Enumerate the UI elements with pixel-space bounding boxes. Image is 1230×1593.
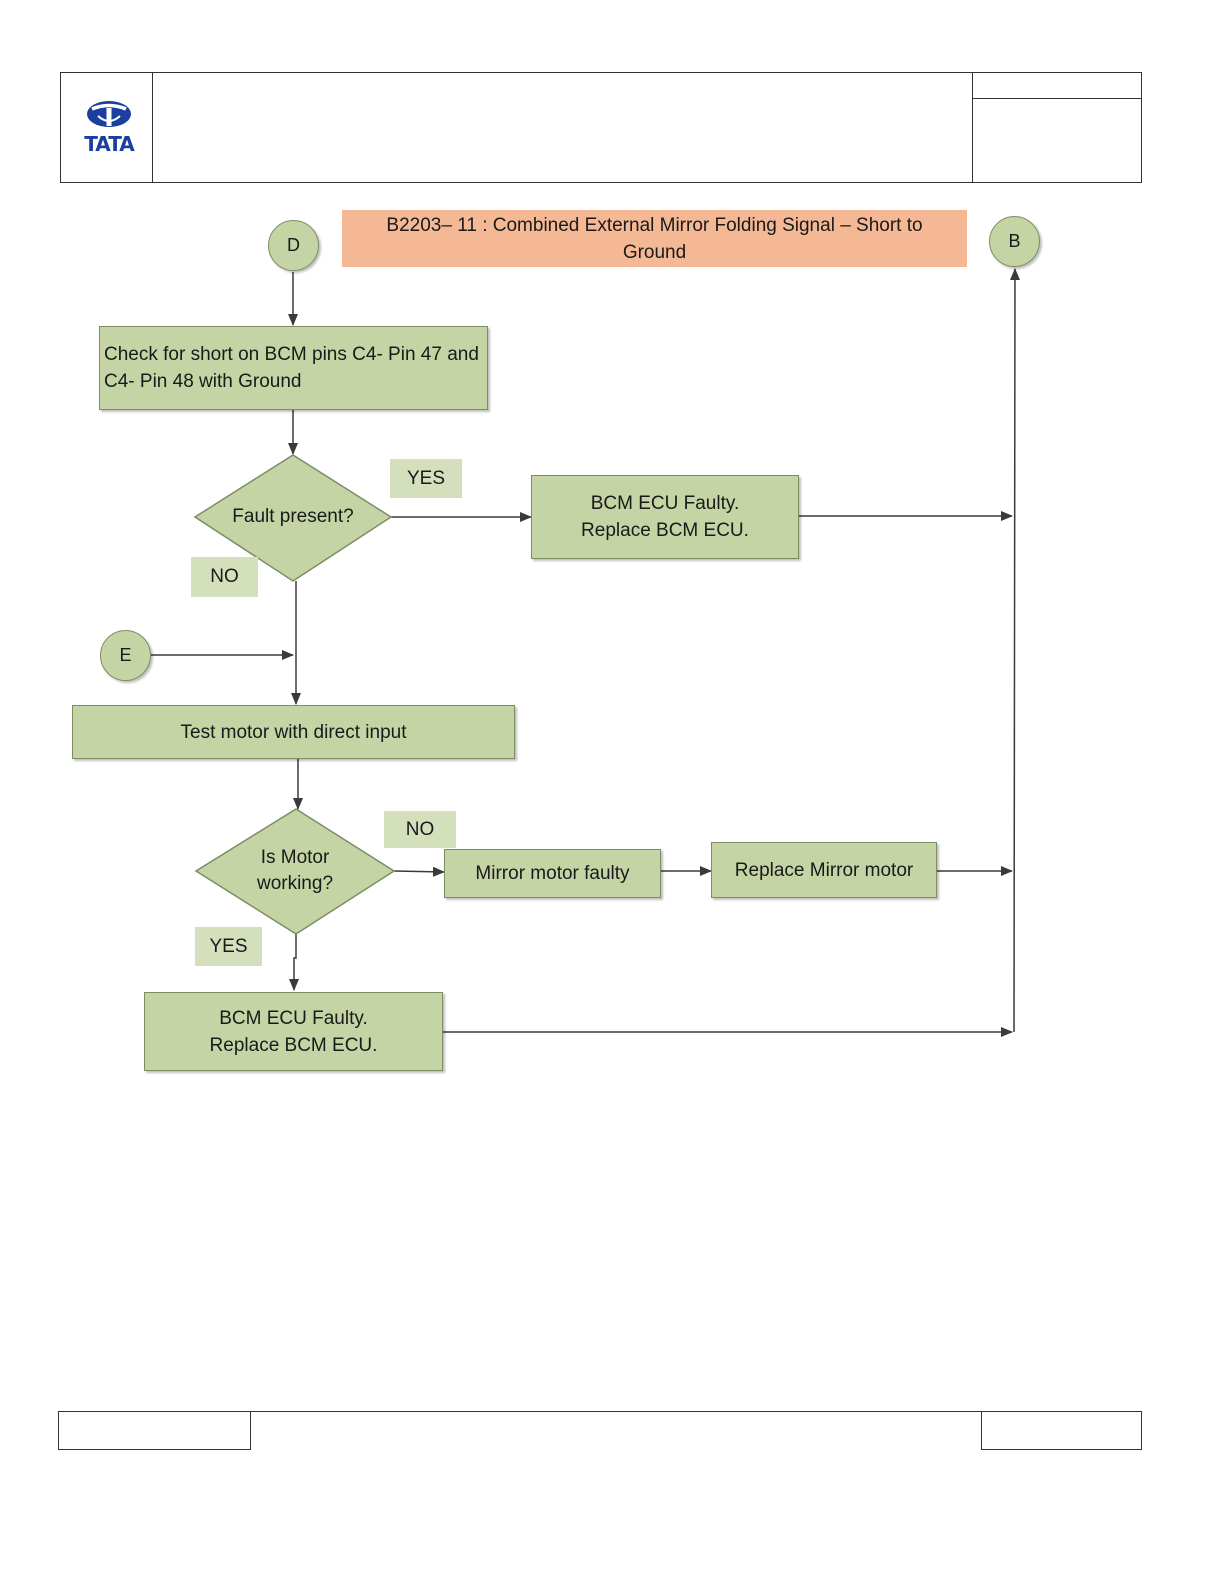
fault-present-question: Fault present? bbox=[232, 506, 354, 527]
no-label-1: NO bbox=[191, 557, 258, 597]
header-divider-right bbox=[972, 72, 973, 183]
header-divider-horizontal bbox=[972, 98, 1142, 99]
footer-left-box bbox=[58, 1411, 251, 1450]
tata-logo-mark bbox=[87, 101, 131, 127]
bcm-faulty-step-2: BCM ECU Faulty. Replace BCM ECU. bbox=[144, 992, 443, 1071]
footer-right-box bbox=[981, 1411, 1142, 1450]
bcm-faulty-step-1: BCM ECU Faulty. Replace BCM ECU. bbox=[531, 475, 799, 559]
check-short-step: Check for short on BCM pins C4- Pin 47 a… bbox=[99, 326, 488, 410]
tata-logo-text: TATA bbox=[84, 132, 135, 156]
test-motor-step: Test motor with direct input bbox=[72, 705, 515, 759]
fault-present-diamond bbox=[193, 454, 393, 582]
tata-logo: TATA bbox=[78, 98, 140, 158]
mirror-motor-faulty-step: Mirror motor faulty bbox=[444, 849, 661, 898]
replace-mirror-motor-step: Replace Mirror motor bbox=[711, 842, 937, 898]
connector-d: D bbox=[268, 220, 319, 271]
yes-label-2: YES bbox=[195, 927, 262, 966]
yes-label-1: YES bbox=[390, 459, 462, 498]
connector-e: E bbox=[100, 630, 151, 681]
no-label-2: NO bbox=[384, 811, 456, 848]
connector-b: B bbox=[989, 216, 1040, 267]
motor-working-question: Is Motor working? bbox=[256, 847, 334, 894]
footer-line bbox=[251, 1411, 981, 1412]
motor-working-diamond bbox=[194, 808, 396, 935]
header-divider-left bbox=[152, 72, 153, 183]
diagram-title: B2203– 11 : Combined External Mirror Fol… bbox=[342, 210, 967, 267]
header-frame bbox=[60, 72, 1142, 183]
